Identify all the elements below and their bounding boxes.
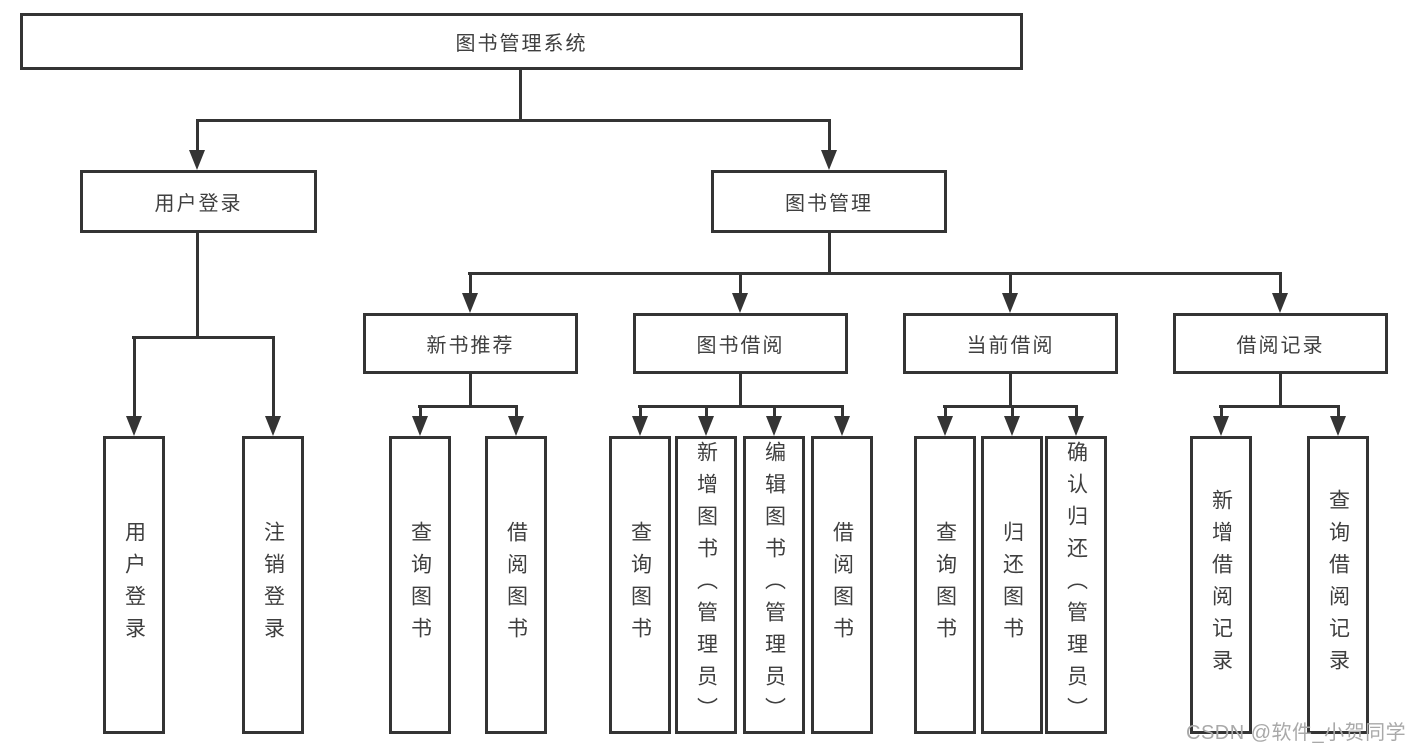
leaf-bb-borrow-books-label: 借阅图书: [830, 521, 854, 649]
leaf-cb-confirm-return: 确认归还（管理员）: [1045, 436, 1107, 734]
connector-br-rail: [1219, 405, 1339, 408]
arrow-bookborrow-icon: [732, 293, 748, 313]
leaf-br-query-record-label: 查询借阅记录: [1326, 489, 1350, 681]
node-borrow-record-label: 借阅记录: [1236, 335, 1325, 357]
node-book-mgmt: 图书管理: [711, 170, 947, 233]
node-borrow-record: 借阅记录: [1173, 313, 1388, 374]
arrow-borrowrecord-icon: [1272, 293, 1288, 313]
node-user-login: 用户登录: [80, 170, 317, 233]
leaf-cb-return-books-label: 归还图书: [1000, 521, 1024, 649]
leaf-logout: 注销登录: [242, 436, 304, 734]
connector-bookmgmt-stem: [828, 119, 831, 153]
arrow-br-query-icon: [1330, 416, 1346, 436]
node-current-borrow-label: 当前借阅: [966, 335, 1055, 357]
connector-rec-down: [469, 374, 472, 408]
connector-root-stem: [519, 70, 522, 122]
leaf-cb-return-books: 归还图书: [981, 436, 1043, 734]
connector-cb-query-stem: [944, 405, 947, 419]
connector-cb-return-stem: [1011, 405, 1014, 419]
connector-bb-down: [739, 374, 742, 408]
connector-root-rail: [196, 119, 831, 122]
leaf-bb-query-books-label: 查询图书: [628, 521, 652, 649]
connector-userlogin-down: [196, 233, 199, 339]
arrow-newbook-icon: [462, 293, 478, 313]
connector-bookborrow-stem: [739, 272, 742, 296]
connector-br-down: [1279, 374, 1282, 408]
connector-cb-rail: [943, 405, 1077, 408]
connector-leaf-logout-stem: [272, 336, 275, 418]
watermark: CSDN @软件_小贺同学: [1186, 722, 1405, 744]
leaf-bb-add-books: 新增图书（管理员）: [675, 436, 737, 734]
connector-borrowrecord-stem: [1279, 272, 1282, 296]
arrow-bb-query-icon: [632, 416, 648, 436]
leaf-br-query-record: 查询借阅记录: [1307, 436, 1369, 734]
connector-bb-edit-stem: [773, 405, 776, 419]
node-book-borrow: 图书借阅: [633, 313, 848, 374]
arrow-bb-edit-icon: [766, 416, 782, 436]
node-root: 图书管理系统: [20, 13, 1023, 70]
leaf-bb-edit-books: 编辑图书（管理员）: [743, 436, 805, 734]
arrow-rec-query-icon: [412, 416, 428, 436]
leaf-user-login-label: 用户登录: [122, 521, 146, 649]
arrow-leaf-logout-icon: [265, 416, 281, 436]
leaf-rec-borrow-books-label: 借阅图书: [504, 521, 528, 649]
arrow-leaf-login-icon: [126, 416, 142, 436]
leaf-cb-query-books: 查询图书: [914, 436, 976, 734]
connector-rec-borrow-stem: [515, 405, 518, 419]
node-book-mgmt-label: 图书管理: [785, 193, 873, 215]
leaf-br-add-record: 新增借阅记录: [1190, 436, 1252, 734]
connector-rec-rail: [418, 405, 518, 408]
connector-bookmgmt-down: [828, 233, 831, 275]
connector-level3-rail: [468, 272, 1282, 275]
node-new-book-rec: 新书推荐: [363, 313, 578, 374]
connector-currentborrow-stem: [1009, 272, 1012, 296]
connector-bb-rail: [638, 405, 844, 408]
arrow-cb-confirm-icon: [1068, 416, 1084, 436]
leaf-logout-label: 注销登录: [261, 521, 285, 649]
node-book-borrow-label: 图书借阅: [696, 335, 785, 357]
arrow-bookmgmt-icon: [821, 150, 837, 170]
connector-userlogin-rail: [132, 336, 275, 339]
arrow-currentborrow-icon: [1002, 293, 1018, 313]
leaf-rec-borrow-books: 借阅图书: [485, 436, 547, 734]
leaf-cb-query-books-label: 查询图书: [933, 521, 957, 649]
connector-bb-query-stem: [639, 405, 642, 419]
leaf-bb-query-books: 查询图书: [609, 436, 671, 734]
arrow-cb-query-icon: [937, 416, 953, 436]
connector-bb-borrow-stem: [841, 405, 844, 419]
leaf-bb-edit-books-label: 编辑图书（管理员）: [762, 441, 786, 729]
connector-cb-confirm-stem: [1075, 405, 1078, 419]
arrow-bb-borrow-icon: [834, 416, 850, 436]
connector-leaf-login-stem: [133, 336, 136, 418]
leaf-cb-confirm-return-label: 确认归还（管理员）: [1064, 441, 1088, 729]
connector-br-add-stem: [1220, 405, 1223, 419]
node-current-borrow: 当前借阅: [903, 313, 1118, 374]
connector-cb-down: [1009, 374, 1012, 408]
arrow-cb-return-icon: [1004, 416, 1020, 436]
leaf-bb-add-books-label: 新增图书（管理员）: [694, 441, 718, 729]
arrow-userlogin-icon: [189, 150, 205, 170]
arrow-rec-borrow-icon: [508, 416, 524, 436]
connector-newbook-stem: [469, 272, 472, 296]
arrow-br-add-icon: [1213, 416, 1229, 436]
connector-bb-add-stem: [705, 405, 708, 419]
leaf-rec-query-books-label: 查询图书: [408, 521, 432, 649]
leaf-rec-query-books: 查询图书: [389, 436, 451, 734]
connector-br-query-stem: [1337, 405, 1340, 419]
connector-userlogin-stem: [196, 119, 199, 153]
node-new-book-rec-label: 新书推荐: [426, 335, 515, 357]
leaf-br-add-record-label: 新增借阅记录: [1209, 489, 1233, 681]
leaf-bb-borrow-books: 借阅图书: [811, 436, 873, 734]
leaf-user-login: 用户登录: [103, 436, 165, 734]
arrow-bb-add-icon: [698, 416, 714, 436]
node-user-login-label: 用户登录: [154, 193, 243, 215]
node-root-label: 图书管理系统: [455, 33, 588, 55]
connector-rec-query-stem: [419, 405, 422, 419]
